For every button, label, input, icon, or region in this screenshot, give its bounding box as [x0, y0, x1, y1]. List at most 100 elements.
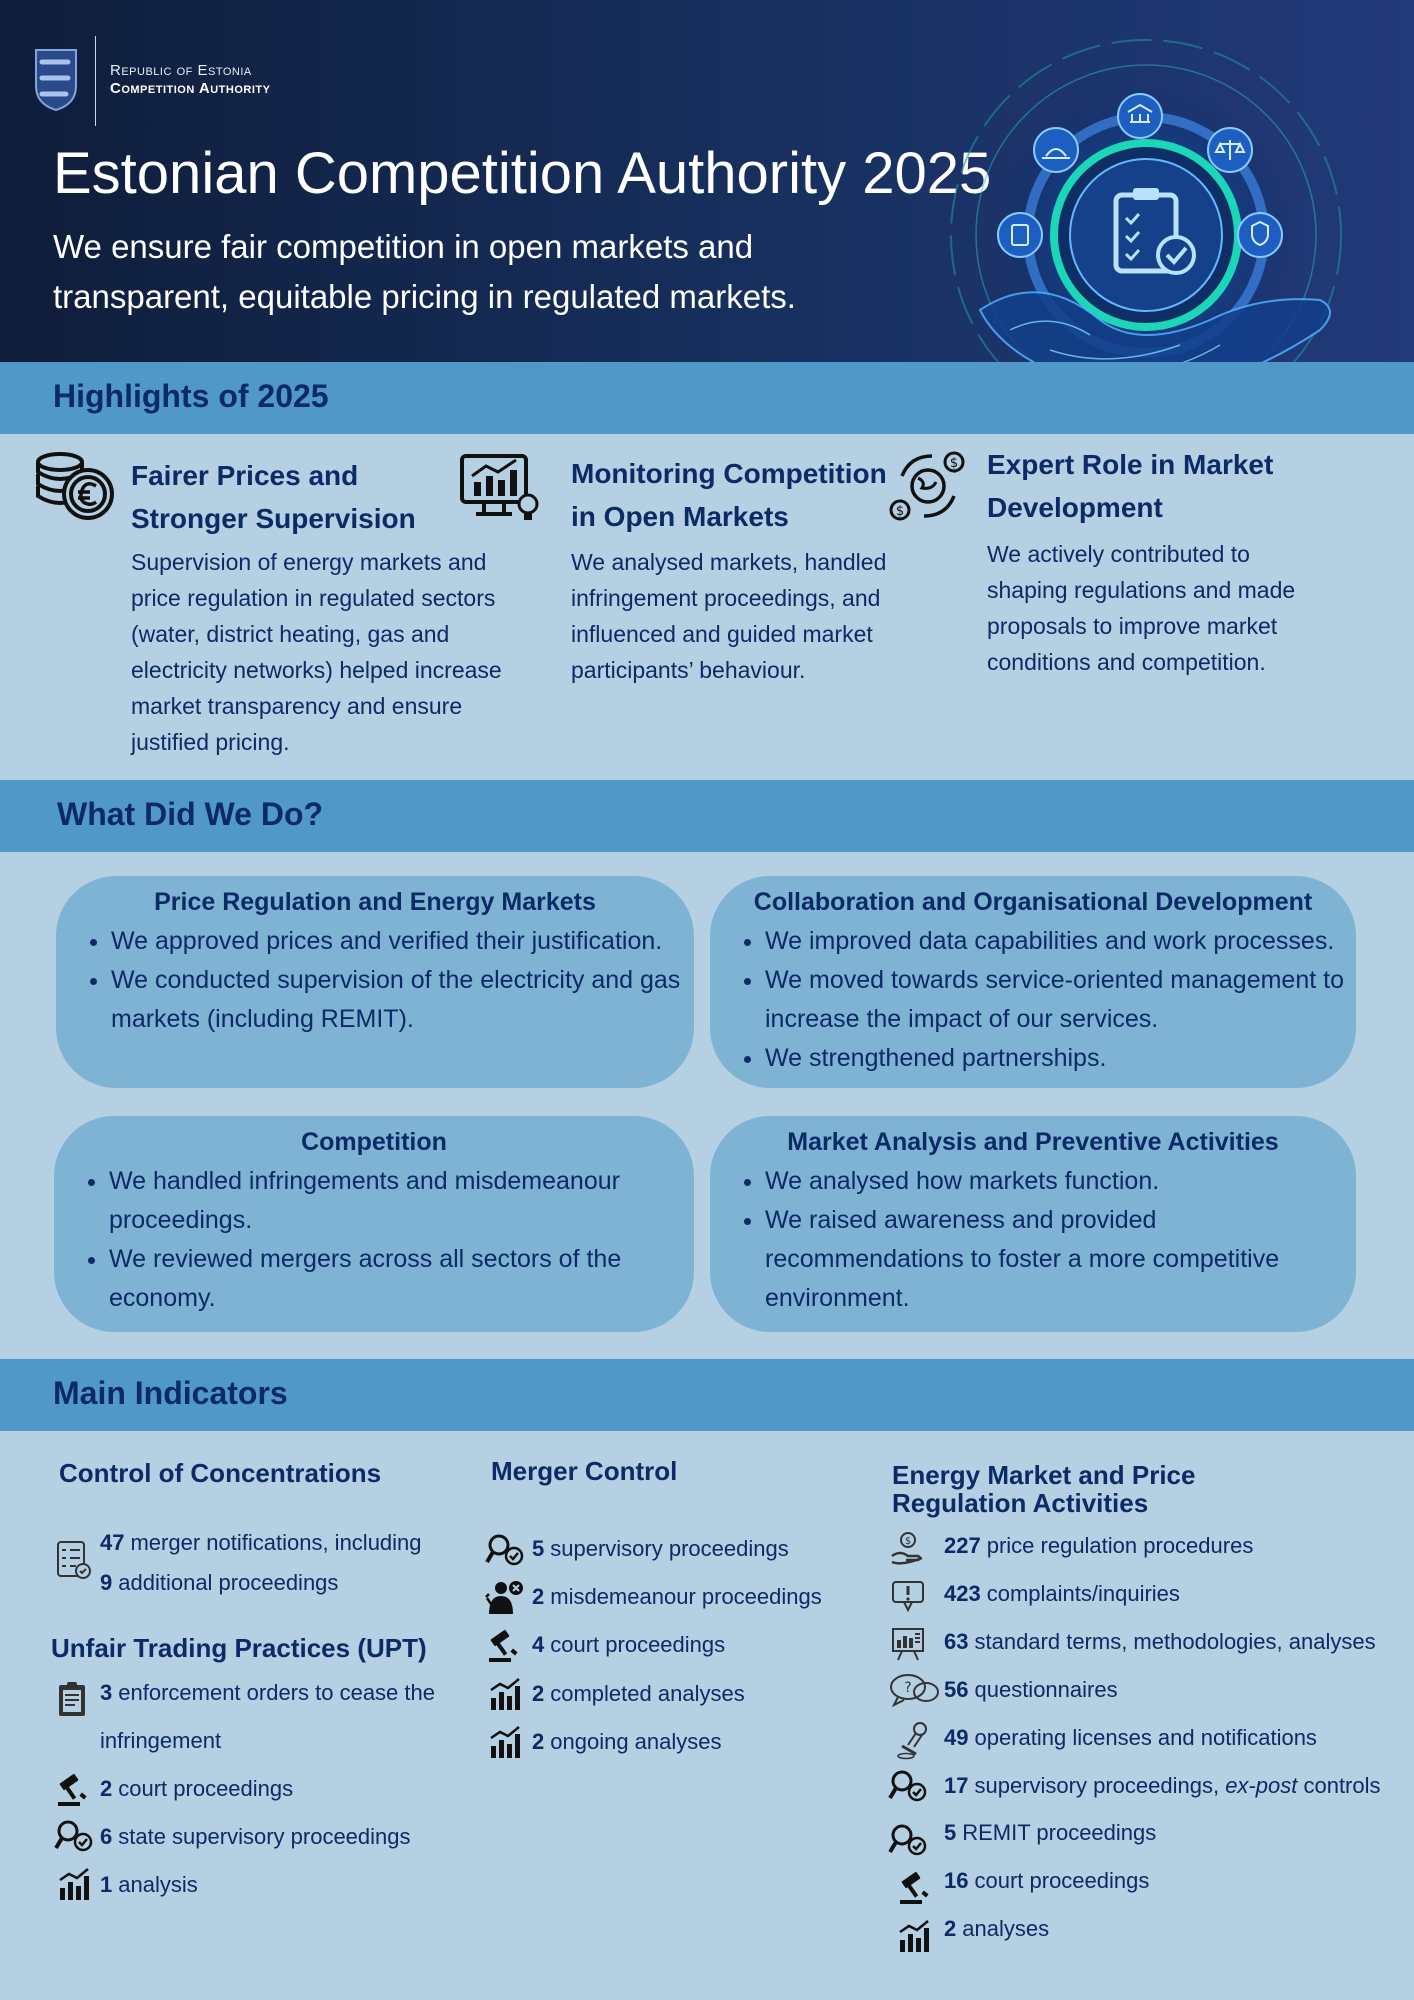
question-bubbles-icon: ? — [890, 1674, 939, 1708]
indicator-number: 56 — [944, 1677, 969, 1702]
indicator-label: merger notifications, including — [130, 1530, 422, 1555]
indicator-label: supervisory proceedings — [550, 1536, 789, 1561]
page-title: Estonian Competition Authority 2025 — [53, 141, 992, 206]
card-bullets: We handled infringements and misdemeanou… — [54, 1162, 688, 1318]
logo-country: Republic of Estonia — [110, 62, 252, 79]
highlight-text-prices: Supervision of energy markets and price … — [131, 549, 502, 755]
card-title: Competition — [301, 1128, 447, 1156]
indicator-number: 227 — [944, 1533, 981, 1558]
logo-authority: Competition Authority — [110, 80, 271, 97]
indicator-number: 1 — [100, 1872, 113, 1897]
indicator-label: state supervisory proceedings — [118, 1824, 411, 1849]
indicator-label: court proceedings — [550, 1632, 726, 1657]
activities-section-bar: What Did We Do? — [0, 780, 1414, 852]
card-title: Price Regulation and Energy Markets — [154, 888, 596, 916]
card-bullets: We approved prices and verified their ju… — [56, 922, 688, 1039]
indicator-label: complaints/inquiries — [986, 1581, 1180, 1606]
person-warning-icon — [485, 1581, 523, 1614]
indicator-number: 63 — [944, 1629, 969, 1654]
indicator-number: 17 — [944, 1773, 969, 1798]
indicator-label: price regulation procedures — [986, 1533, 1254, 1558]
indicator-number: 16 — [944, 1868, 969, 1893]
indicator-number: 2 — [532, 1681, 545, 1706]
complaint-icon — [892, 1581, 924, 1613]
card-collaboration: Collaboration and Organisational Develop… — [710, 876, 1356, 1088]
indicator-label: court proceedings — [118, 1776, 294, 1801]
bar-chart-icon — [54, 1866, 94, 1902]
indicator-number: 2 — [100, 1776, 113, 1801]
card-bullets: We improved data capabilities and work p… — [710, 922, 1350, 1078]
monitor-chart-icon — [460, 454, 539, 520]
card-title: Collaboration and Organisational Develop… — [753, 888, 1313, 916]
coins-euro-icon — [36, 452, 114, 520]
indicator-label: analysis — [118, 1872, 198, 1897]
clipboard-icon — [59, 1682, 85, 1716]
indicator-number: 5 — [944, 1820, 957, 1845]
highlights-section-bar: Highlights of 2025 — [0, 362, 1414, 434]
indicator-label: supervisory proceedings, — [974, 1773, 1220, 1798]
gavel-icon — [485, 1628, 525, 1664]
card-title: Market Analysis and Preventive Activitie… — [787, 1128, 1279, 1156]
indicator-number: 3 — [100, 1680, 113, 1705]
card-bullets: We analysed how markets function. We rai… — [710, 1162, 1350, 1318]
indicator-label: questionnaires — [974, 1677, 1118, 1702]
indicator-label: standard terms, methodologies, analyses — [974, 1629, 1376, 1654]
indicator-label-italic: ex-post — [1225, 1773, 1298, 1798]
indicator-label: misdemeanour proceedings — [550, 1584, 822, 1609]
indicator-label: enforcement orders to cease the — [118, 1680, 435, 1705]
checklist-icon — [57, 1541, 91, 1579]
card-market-analysis: Market Analysis and Preventive Activitie… — [710, 1116, 1356, 1332]
highlight-title-monitoring: Monitoring Competition in Open Markets — [571, 458, 887, 532]
indicator-number: 2 — [532, 1584, 545, 1609]
indicator-label: REMIT proceedings — [962, 1820, 1157, 1845]
digital-hand-dial-icon — [950, 39, 1342, 431]
indicator-label: ongoing analyses — [550, 1729, 722, 1754]
bullet-item: We strengthened partnerships. — [765, 1039, 1350, 1078]
indicator-number: 423 — [944, 1581, 981, 1606]
magnifier-check-icon — [888, 1768, 928, 1804]
bullet-item: We handled infringements and misdemeanou… — [109, 1162, 688, 1240]
page-subtitle: We ensure fair competition in open marke… — [53, 228, 796, 315]
gavel-icon — [896, 1870, 936, 1906]
bullet-item: We analysed how markets function. — [765, 1162, 1350, 1201]
bar-chart-icon — [894, 1918, 934, 1954]
indicator-number: 2 — [944, 1916, 957, 1941]
activities-heading: What Did We Do? — [57, 796, 324, 832]
highlights-heading: Highlights of 2025 — [53, 378, 329, 414]
stamp-icon — [897, 1722, 927, 1760]
analysis-board-icon — [892, 1628, 924, 1661]
card-competition: Competition We handled infringements and… — [54, 1116, 694, 1332]
indicator-label: additional proceedings — [118, 1570, 339, 1595]
svg-text:?: ? — [904, 1680, 911, 1696]
indicator-number: 2 — [532, 1729, 545, 1754]
bullet-item: We improved data capabilities and work p… — [765, 922, 1350, 961]
bullet-item: We reviewed mergers across all sectors o… — [109, 1240, 688, 1318]
indicator-label-end: controls — [1303, 1773, 1381, 1798]
indicator-number: 4 — [532, 1632, 545, 1657]
indicator-label: court proceedings — [974, 1868, 1150, 1893]
merger-heading: Merger Control — [491, 1456, 678, 1486]
magnifier-check-icon — [888, 1822, 928, 1858]
indicator-label: operating licenses and notifications — [974, 1725, 1317, 1750]
indicator-label: analyses — [962, 1916, 1050, 1941]
magnifier-check-icon — [54, 1818, 94, 1854]
energy-heading: Energy Market and Price Regulation Activ… — [892, 1460, 1196, 1518]
magnifier-check-icon — [485, 1532, 525, 1568]
highlight-title-prices: Fairer Prices and Stronger Supervision — [131, 460, 416, 534]
highlight-text-monitoring: We analysed markets, handled infringemen… — [571, 549, 887, 683]
highlight-text-expert: We actively contributed to shaping regul… — [987, 541, 1296, 675]
